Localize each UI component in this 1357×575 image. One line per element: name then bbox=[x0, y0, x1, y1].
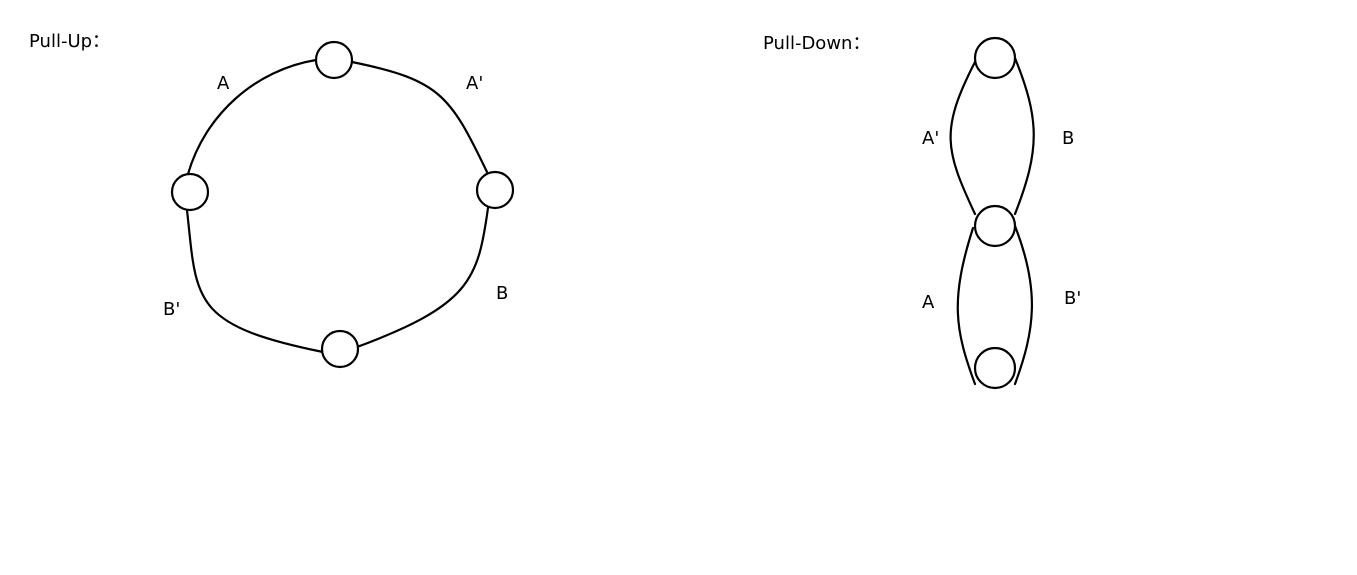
pull-down-node-top bbox=[973, 36, 1017, 80]
pull-down-label-a: A bbox=[922, 292, 935, 313]
pull-up-edge-a-prime bbox=[350, 60, 489, 174]
pull-up-label-b-prime: B' bbox=[163, 299, 180, 320]
pull-up-node-right bbox=[475, 170, 515, 210]
pull-up-label-a-prime: A' bbox=[466, 73, 483, 94]
pull-up-edge-b bbox=[355, 206, 490, 349]
pull-up-label-a: A bbox=[217, 73, 230, 94]
pull-down-title: Pull-Down： bbox=[763, 33, 870, 54]
pull-up-node-bottom bbox=[320, 329, 360, 369]
pull-up-edge-a bbox=[186, 58, 318, 176]
pull-down-node-middle bbox=[973, 204, 1017, 248]
pull-up-edge-b-prime bbox=[185, 208, 325, 354]
pull-up-label-b: B bbox=[496, 283, 508, 304]
pull-up-network: Pull-Up： A A' B' B bbox=[29, 31, 515, 369]
pull-up-node-left bbox=[170, 172, 210, 212]
pull-down-label-a-prime: A' bbox=[922, 128, 939, 149]
pull-down-edge-a-prime bbox=[949, 60, 977, 216]
pull-up-node-top bbox=[314, 40, 354, 80]
pull-down-node-bottom bbox=[973, 346, 1017, 390]
pull-down-edge-b-prime bbox=[1013, 224, 1034, 386]
pull-down-edge-a bbox=[956, 226, 977, 386]
pull-down-network: Pull-Down： A' B A B' bbox=[763, 33, 1081, 390]
pull-down-label-b-prime: B' bbox=[1064, 288, 1081, 309]
pull-up-title: Pull-Up： bbox=[29, 31, 110, 52]
pull-down-label-b: B bbox=[1062, 128, 1074, 149]
pull-down-edge-b bbox=[1013, 56, 1035, 216]
